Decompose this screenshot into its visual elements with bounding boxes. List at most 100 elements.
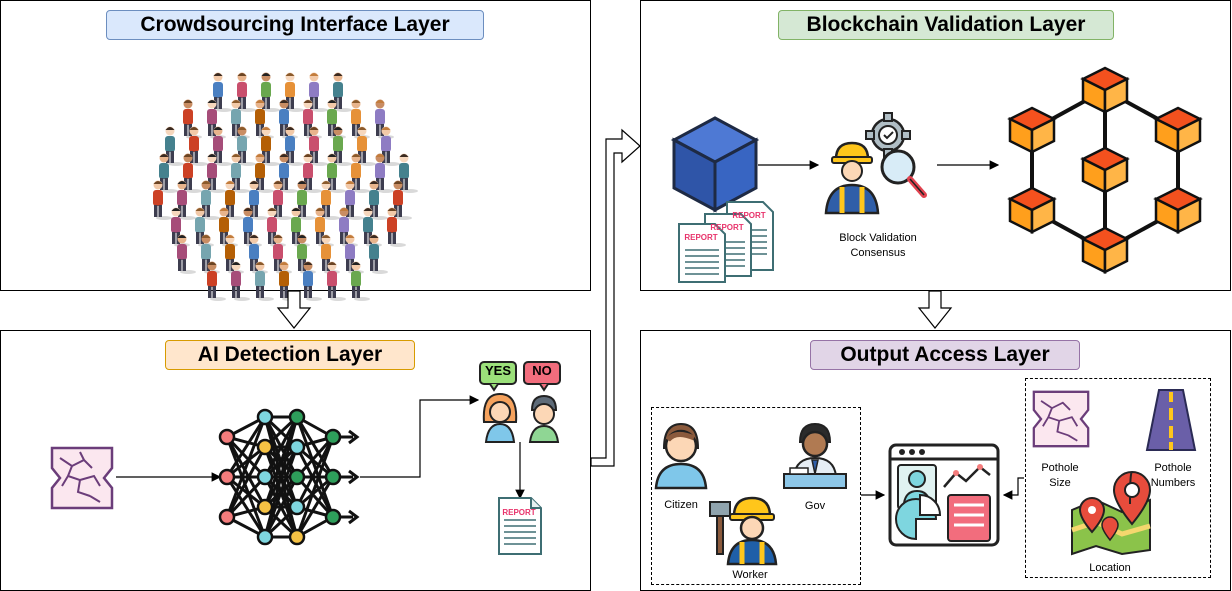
nn-edge (225, 416, 267, 478)
ai-detection-layer-title: AI Detection Layer (165, 340, 415, 370)
gov-label: Gov (804, 500, 826, 512)
crowd-person (321, 180, 340, 220)
nn-node (256, 468, 274, 486)
crowd-person (177, 180, 196, 220)
location-map-icon (1071, 470, 1152, 556)
crowd-person (225, 180, 244, 220)
chain-block-cube (1153, 106, 1203, 155)
crowd-person (273, 180, 292, 220)
nn-edge (263, 416, 299, 478)
stacked-report-text-1: REPORT (732, 211, 766, 220)
nn-edge (263, 476, 299, 538)
pothole-size-label-line2: Size (1049, 477, 1071, 489)
nn-edge (263, 416, 299, 538)
nn-node (288, 498, 306, 516)
pothole-numbers-label-line1: Pothole (1154, 462, 1192, 474)
worker-icon (709, 496, 778, 566)
pothole-icon (50, 446, 114, 510)
nn-edge (295, 475, 335, 519)
nn-node (288, 408, 306, 426)
gov-official-icon (783, 422, 847, 489)
nn-edge (225, 436, 267, 538)
nn-node (218, 508, 236, 526)
crowd-illustration (153, 72, 418, 301)
crowd-person (237, 126, 256, 166)
stacked-report-text-2: REPORT (710, 223, 744, 232)
crowd-person (207, 99, 226, 139)
crowd-person (369, 234, 388, 274)
nn-node (288, 468, 306, 486)
crowd-person (231, 261, 250, 301)
down-arrow-crowd-to-ai (276, 290, 312, 329)
nn-output-arrowhead (348, 469, 360, 485)
nn-edge (225, 476, 267, 538)
stacked-report-text-3: REPORT (684, 233, 718, 242)
road-numbers-icon (1145, 389, 1197, 451)
nn-edge (295, 436, 335, 538)
nn-node (256, 498, 274, 516)
nn-edge (295, 435, 335, 479)
crowd-person (333, 72, 352, 112)
chain-block-cube (1080, 146, 1130, 195)
nn-node (218, 428, 236, 446)
dashboard-app-icon (888, 443, 1000, 547)
pothole-info-group-box (1025, 378, 1211, 578)
location-label: Location (1089, 562, 1131, 574)
report-document-icon (498, 497, 542, 555)
ai-report-text: REPORT (502, 508, 536, 517)
chain-block-cube (1153, 186, 1203, 235)
nn-node (256, 408, 274, 426)
citizen-label: Citizen (664, 499, 698, 511)
crowd-person (351, 261, 370, 301)
crowd-person (327, 261, 346, 301)
output-access-layer-title: Output Access Layer (810, 340, 1080, 370)
nn-node (324, 428, 342, 446)
block-validation-label: Block Validation (839, 232, 917, 244)
crowd-person (327, 153, 346, 193)
crowd-person (303, 261, 322, 301)
nn-edge (295, 416, 335, 518)
nn-edge (225, 446, 267, 518)
chain-block-cube (1007, 106, 1057, 155)
users-group-box (651, 407, 861, 585)
nn-node (288, 528, 306, 546)
connector-ai-to-blockchain (590, 128, 641, 467)
nn-node (324, 468, 342, 486)
nn-edge (225, 435, 267, 479)
nn-edge (295, 446, 335, 518)
crowd-person (153, 180, 172, 220)
crowd-person (375, 153, 394, 193)
no-label: NO (532, 363, 552, 378)
chain-block-cube (1080, 226, 1130, 275)
chain-block-cube (1080, 66, 1130, 115)
nn-node (256, 528, 274, 546)
block-cube-icon (670, 116, 760, 213)
nn-node (324, 508, 342, 526)
pothole-size-icon (1032, 390, 1090, 448)
chain-block-cube (1007, 186, 1057, 235)
stacked-reports-icon (678, 201, 774, 283)
nn-edge (295, 436, 335, 508)
pothole-numbers-label-line2: Numbers (1150, 477, 1196, 489)
yes-no-voting-icon (479, 361, 561, 443)
crowd-person (351, 153, 370, 193)
crowd-person (165, 126, 184, 166)
blockchain-layer-title: Blockchain Validation Layer (778, 10, 1114, 40)
nn-edge (225, 436, 267, 508)
consensus-label: Consensus (850, 247, 906, 259)
crowd-person (255, 261, 274, 301)
worker-label: Worker (732, 569, 768, 581)
blockchain-network-icon (1007, 66, 1203, 275)
validator-inspector-icon (824, 112, 927, 215)
nn-node (288, 438, 306, 456)
crowd-person (387, 207, 406, 247)
nn-edge (225, 416, 267, 518)
nn-output-arrowhead (348, 509, 360, 525)
neural-network-icon (218, 408, 360, 546)
nn-output-arrowhead (348, 429, 360, 445)
pothole-size-label-line1: Pothole (1041, 462, 1079, 474)
down-arrow-blockchain-to-output (917, 290, 953, 329)
citizen-icon (654, 422, 708, 490)
nn-edge (295, 476, 335, 538)
